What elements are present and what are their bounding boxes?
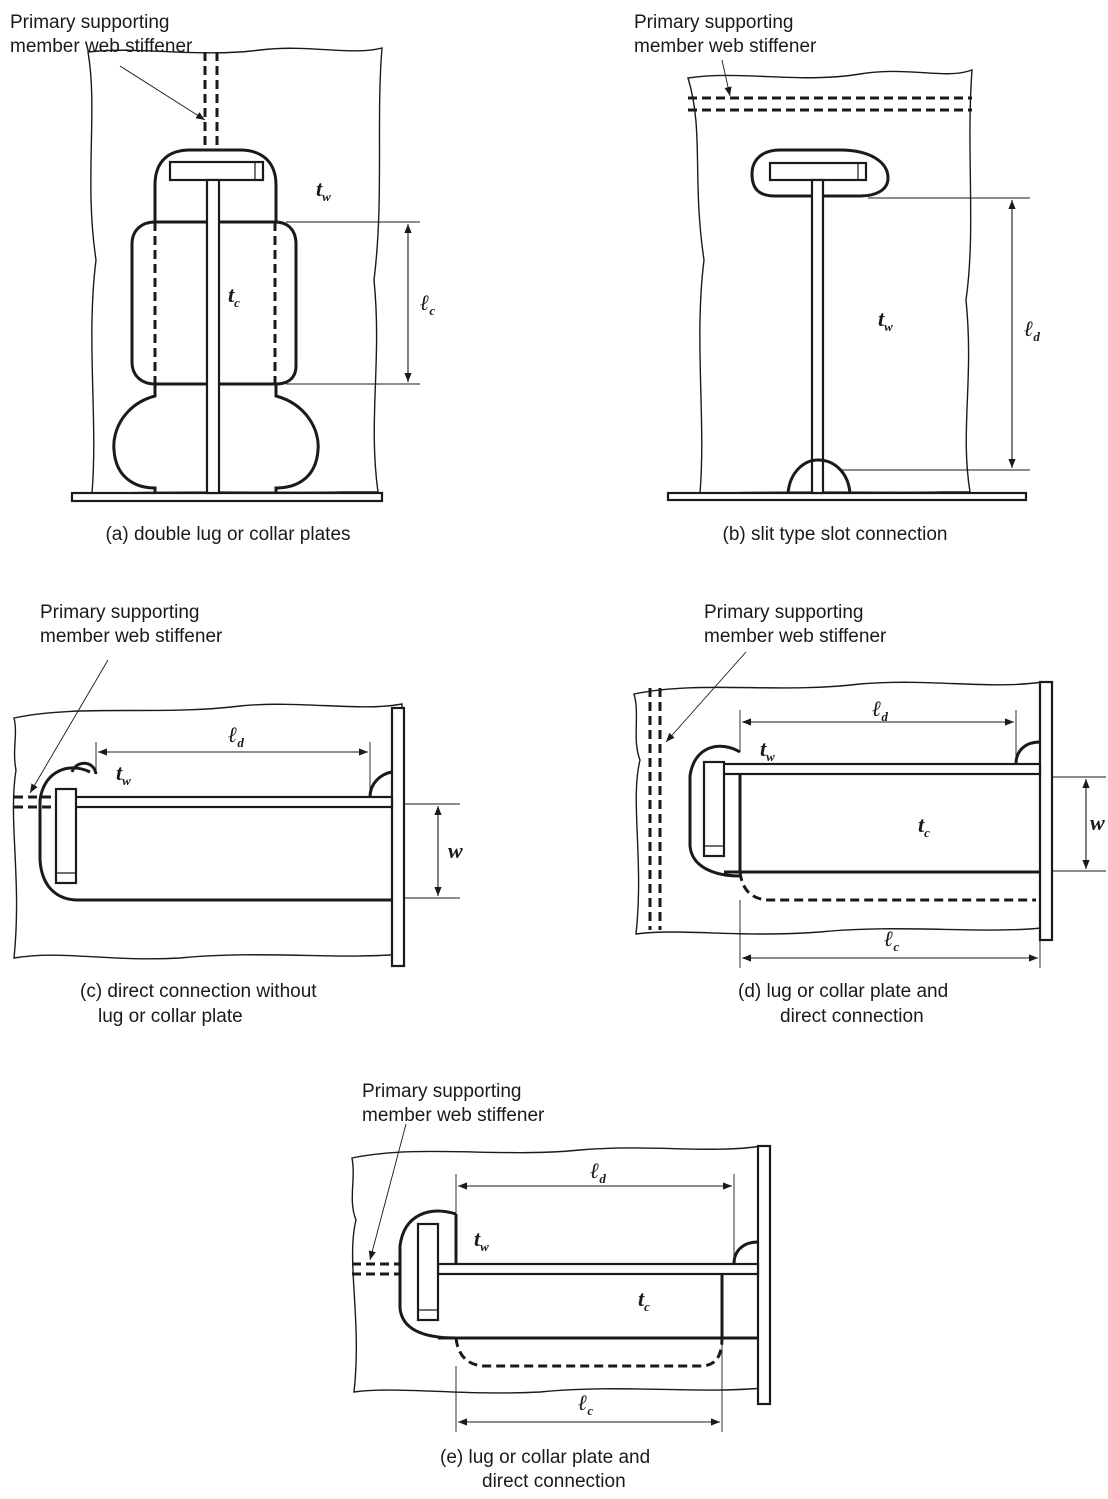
symbol-tc-a: tc (228, 282, 240, 310)
stiffener-web-e (436, 1262, 760, 1276)
symbol-w-d: w (1090, 810, 1105, 835)
caption-line1-c: (c) direct connection without (80, 981, 317, 1002)
callout-line2-a: member web stiffener (10, 36, 193, 57)
stiffener-web-b (810, 178, 825, 495)
symbol-ld-b: ℓd (1024, 316, 1040, 344)
top-weld-c (70, 761, 98, 775)
symbol-tw-b: tw (878, 306, 893, 334)
caption-line2-e: direct connection (482, 1471, 626, 1492)
symbol-lc-e: ℓc (578, 1390, 593, 1418)
panel-d: Primary supporting member web stiffener … (633, 602, 1106, 1027)
callout-line1-c: Primary supporting (40, 602, 199, 623)
top-weld-d (1014, 740, 1041, 765)
symbol-tw-e: tw (474, 1226, 489, 1254)
flat-bar-flange-e (416, 1222, 440, 1322)
callout-line1-a: Primary supporting (10, 12, 169, 33)
end-plate-c (390, 706, 406, 968)
caption-line1-e: (e) lug or collar plate and (440, 1447, 650, 1468)
web-plate-outline-d (633, 681, 1043, 935)
callout-line2-b: member web stiffener (634, 36, 817, 57)
web-plate-outline-c (12, 703, 403, 960)
callout-line1-d: Primary supporting (704, 602, 863, 623)
top-lug-a (153, 148, 278, 222)
symbol-tw-c: tw (116, 760, 131, 788)
symbol-tc-d: tc (918, 812, 930, 840)
callout-leader-d (665, 651, 747, 743)
callout-line2-c: member web stiffener (40, 626, 223, 647)
symbol-w-c: w (448, 838, 463, 863)
symbol-ld-e: ℓd (590, 1158, 606, 1186)
flat-bar-flange-c (54, 787, 78, 885)
caption-line1-d: (d) lug or collar plate and (738, 981, 948, 1002)
symbol-lc-a: ℓc (420, 290, 435, 318)
lug-outline-e (398, 1209, 457, 1340)
end-weld-c (368, 770, 393, 798)
flat-bar-flange-a (168, 160, 265, 182)
callout-leader-e (368, 1123, 407, 1261)
callout-leader-b (721, 59, 732, 97)
symbol-ld-c: ℓd (228, 722, 244, 750)
web-plate-outline-e (351, 1145, 763, 1394)
panel-e: Primary supporting member web stiffener … (351, 1081, 772, 1492)
base-weld-b (786, 458, 852, 494)
base-flange-a (70, 491, 384, 503)
callout-leader-a (119, 65, 206, 121)
lug-outline-c (38, 766, 91, 902)
panel-b: Primary supporting member web stiffener … (634, 12, 1040, 545)
stiffener-web-d (720, 762, 1042, 776)
top-weld-e (732, 1240, 759, 1265)
flat-bar-flange-d (702, 760, 726, 858)
slit-lug-b (750, 148, 890, 198)
lug-outline-d (688, 744, 741, 878)
callout-line2-e: member web stiffener (362, 1105, 545, 1126)
callout-line1-b: Primary supporting (634, 12, 793, 33)
callout-line1-e: Primary supporting (362, 1081, 521, 1102)
symbol-lc-d: ℓc (884, 926, 899, 954)
panel-a: Primary supporting member web stiffener … (10, 12, 435, 545)
stiffener-web-c (58, 795, 394, 809)
web-plate-outline-b (687, 68, 973, 494)
collar-hidden-e (454, 1337, 724, 1368)
flat-bar-flange-b (768, 161, 868, 182)
caption-line2-d: direct connection (780, 1006, 924, 1027)
callout-leader-c (29, 659, 109, 794)
symbol-tw-a: tw (316, 176, 331, 204)
panel-c: Primary supporting member web stiffener … (12, 602, 463, 1027)
caption-line2-c: lug or collar plate (98, 1006, 243, 1027)
lower-lug-a (112, 384, 320, 494)
collar-hidden-d (738, 871, 1036, 902)
stiffener-web-a (205, 178, 221, 495)
caption-b: (b) slit type slot connection (723, 524, 948, 545)
symbol-tw-d: tw (760, 736, 775, 764)
base-flange-b (666, 491, 1028, 502)
caption-a: (a) double lug or collar plates (105, 524, 350, 545)
end-plate-e (756, 1144, 772, 1406)
callout-line2-d: member web stiffener (704, 626, 887, 647)
symbol-ld-d: ℓd (872, 696, 888, 724)
end-plate-d (1038, 680, 1054, 942)
web-plate-outline-a (87, 47, 383, 494)
symbol-tc-e: tc (638, 1286, 650, 1314)
